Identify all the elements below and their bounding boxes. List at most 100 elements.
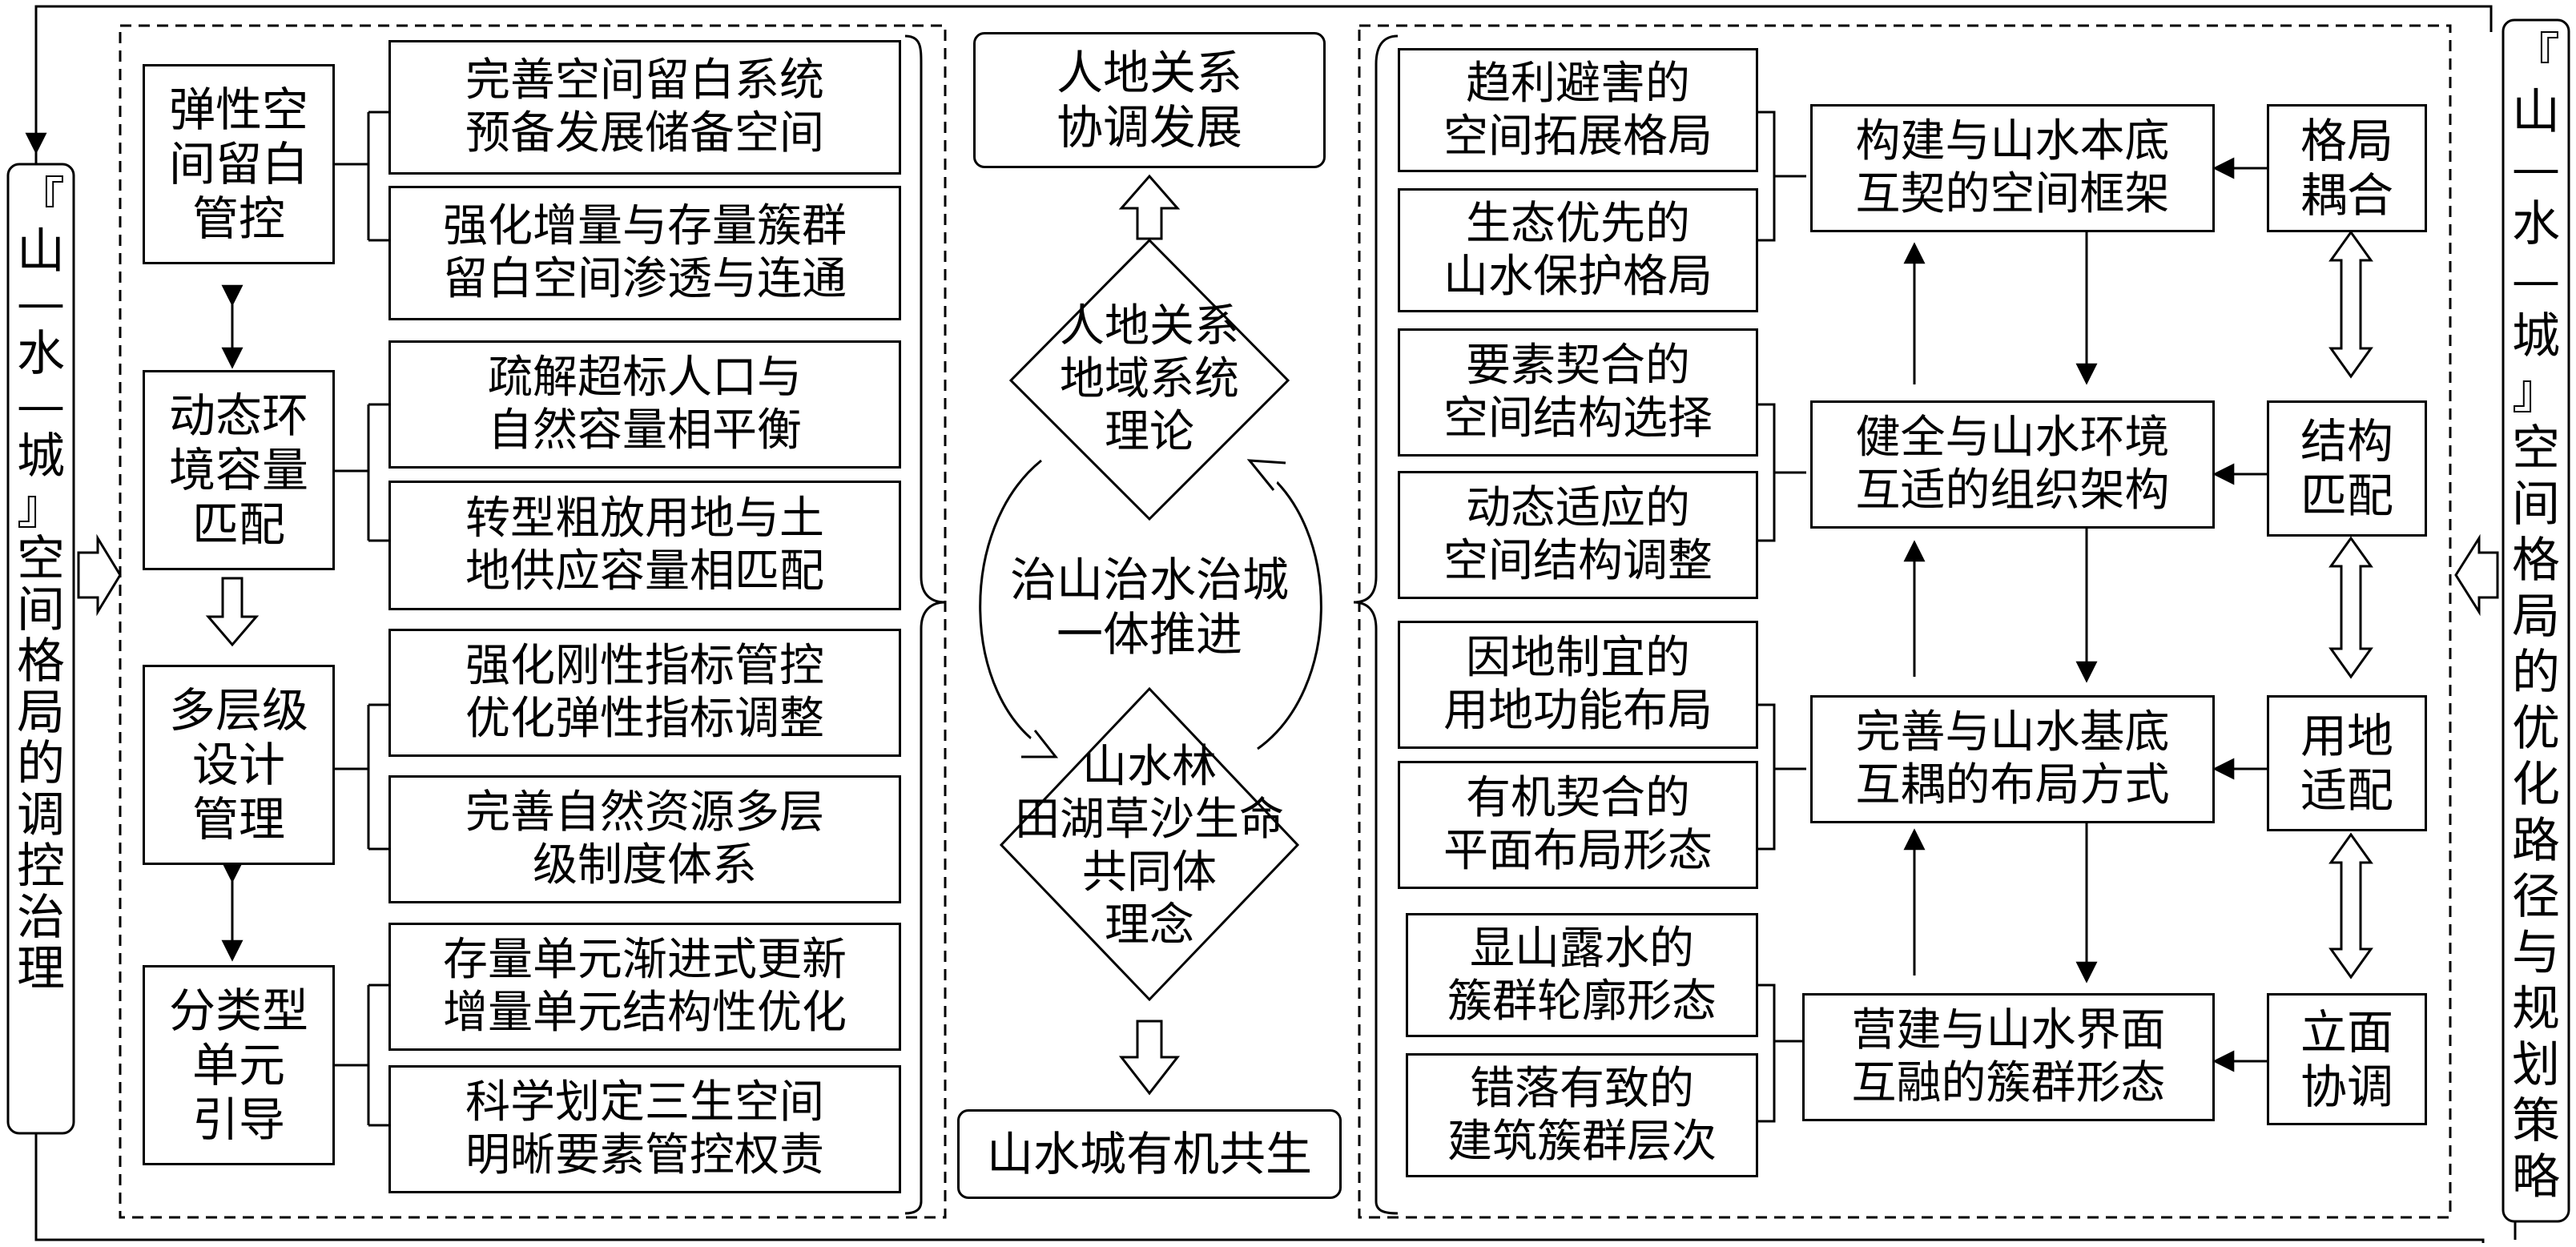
vertical-title-char: 与	[2512, 925, 2560, 981]
right-dashed-panel	[1358, 24, 2452, 1219]
key-structure-matching: 结构匹配	[2267, 400, 2427, 537]
left-vertical-title: 『山—水—城』空间格局的调控治理	[16, 175, 66, 995]
vertical-title-char: 控	[17, 839, 65, 895]
vertical-title-char: 局	[17, 685, 65, 741]
vertical-title-char: 局	[2512, 589, 2560, 645]
right-item-3-2: 有机契合的平面布局形态	[1398, 761, 1758, 889]
cycle-center-text: 治山治水治城一体推进	[1009, 553, 1289, 662]
center-top-goal: 人地关系协调发展	[973, 32, 1326, 168]
category-label-line: 管理	[191, 792, 285, 847]
vertical-title-char: 水	[17, 326, 65, 382]
vertical-title-char: 路	[2512, 813, 2560, 869]
category-label-line: 动态环	[168, 388, 308, 443]
key-pattern-coupling: 格局耦合	[2267, 104, 2427, 232]
category-label-line: 境容量	[168, 443, 308, 497]
vertical-title-char: 空	[17, 531, 65, 587]
hollow-arrow-down	[1118, 1020, 1181, 1096]
vertical-title-char: 』	[2512, 364, 2560, 420]
vertical-title-char: —	[2512, 140, 2560, 196]
vertical-title-char: 理	[17, 941, 65, 997]
hollow-arrow-up	[1118, 174, 1181, 240]
vertical-title-char: 山	[17, 223, 65, 280]
vertical-title-char: 『	[17, 172, 65, 228]
right-middle-3: 完善与山水基底互耦的布局方式	[1810, 695, 2215, 823]
left-item-4-1: 存量单元渐进式更新增量单元结构性优化	[388, 923, 901, 1051]
left-item-1-2: 强化增量与存量簇群留白空间渗透与连通	[388, 186, 901, 320]
category-label-line: 管控	[191, 191, 285, 246]
right-middle-2: 健全与山水环境互适的组织架构	[1810, 400, 2215, 529]
category-label-line: 单元	[191, 1038, 285, 1092]
right-item-3-1: 因地制宜的用地功能布局	[1398, 621, 1758, 749]
right-item-1-1: 趋利避害的空间拓展格局	[1398, 48, 1758, 172]
vertical-title-char: 空	[2512, 420, 2560, 477]
vertical-title-char: 治	[17, 890, 65, 946]
vertical-title-char: 的	[17, 736, 65, 792]
category-label-line: 多层级	[168, 683, 308, 738]
left-item-3-1: 强化刚性指标管控优化弹性指标调整	[388, 629, 901, 757]
category-label-line: 引导	[191, 1092, 285, 1147]
category-label-line: 间留白	[168, 137, 308, 191]
center-bottom-goal: 山水城有机共生	[957, 1109, 1342, 1199]
vertical-title-char: 水	[2512, 196, 2560, 252]
vertical-title-char: 划	[2512, 1037, 2560, 1093]
category-multilevel-design: 多层级 设计 管理	[143, 665, 335, 865]
left-item-4-2: 科学划定三生空间明晰要素管控权责	[388, 1065, 901, 1193]
vertical-title-char: 的	[2512, 645, 2560, 701]
right-label-frame	[2502, 18, 2570, 1223]
left-dashed-panel	[119, 24, 947, 1219]
category-label-line: 分类型	[168, 984, 308, 1038]
left-label-frame	[6, 163, 75, 1135]
vertical-title-char: 』	[17, 480, 65, 536]
diamond-top-frame	[1008, 238, 1290, 521]
hollow-arrow-left-in	[77, 533, 122, 617]
hollow-arrow-cat2-cat3	[205, 577, 260, 647]
vertical-title-char: 规	[2512, 981, 2560, 1037]
right-item-4-2: 错落有致的建筑簇群层次	[1406, 1053, 1758, 1177]
diamond-bottom-frame	[999, 686, 1300, 1002]
right-item-1-2: 生态优先的山水保护格局	[1398, 188, 1758, 312]
cycle-left-arc	[979, 459, 1046, 750]
vertical-title-char: 格	[17, 634, 65, 690]
vertical-title-char: 化	[2512, 757, 2560, 813]
brace-right	[1353, 34, 1399, 1215]
vertical-title-char: 间	[2512, 477, 2560, 533]
key-landuse-adaptation: 用地适配	[2267, 695, 2427, 831]
key-hollow-double-arrows	[2328, 230, 2373, 979]
vertical-title-char: —	[2512, 252, 2560, 308]
left-item-1-1: 完善空间留白系统预备发展储备空间	[388, 40, 901, 175]
right-item-4-1: 显山露水的簇群轮廓形态	[1406, 913, 1758, 1037]
right-middle-1: 构建与山水本底互契的空间框架	[1810, 104, 2215, 232]
vertical-title-char: —	[17, 377, 65, 433]
vertical-title-char: —	[17, 275, 65, 331]
category-label-line: 匹配	[191, 497, 285, 552]
brace-left	[904, 34, 946, 1215]
vertical-title-char: 山	[2512, 84, 2560, 140]
vertical-title-char: 略	[2512, 1149, 2560, 1205]
category-label-line: 弹性空	[168, 82, 308, 137]
category-dynamic-capacity: 动态环 境容量 匹配	[143, 370, 335, 570]
right-item-2-1: 要素契合的空间结构选择	[1398, 328, 1758, 457]
vertical-title-char: 城	[17, 428, 65, 485]
vertical-title-char: 城	[2512, 308, 2560, 364]
right-item-2-2: 动态适应的空间结构调整	[1398, 471, 1758, 599]
key-facade-coordination: 立面协调	[2267, 993, 2427, 1125]
diamond-top-text: 人地关系地域系统理论	[1060, 300, 1239, 458]
category-unit-guidance: 分类型 单元 引导	[143, 965, 335, 1165]
right-vertical-title: 『山—水—城』空间格局的优化路径与规划策略	[2511, 28, 2561, 1205]
left-item-3-2: 完善自然资源多层级制度体系	[388, 775, 901, 903]
left-item-2-2: 转型粗放用地与土地供应容量相匹配	[388, 481, 901, 610]
vertical-title-char: 格	[2512, 533, 2560, 589]
category-elastic-space: 弹性空 间留白 管控	[143, 64, 335, 264]
right-middle-4: 营建与山水界面互融的簇群形态	[1802, 993, 2215, 1121]
vertical-title-char: 优	[2512, 701, 2560, 757]
hollow-arrow-right-in	[2454, 533, 2499, 617]
diamond-bottom-text: 山水林田湖草沙生命 共同体理念	[1015, 741, 1284, 951]
left-item-2-1: 疏解超标人口与自然容量相平衡	[388, 340, 901, 469]
cycle-right-arc	[1257, 467, 1322, 750]
category-label-line: 设计	[191, 738, 285, 792]
right-brackets	[1758, 111, 1806, 1123]
vertical-title-char: 调	[17, 787, 65, 843]
vertical-title-char: 『	[2512, 28, 2560, 84]
vertical-title-char: 间	[17, 582, 65, 638]
